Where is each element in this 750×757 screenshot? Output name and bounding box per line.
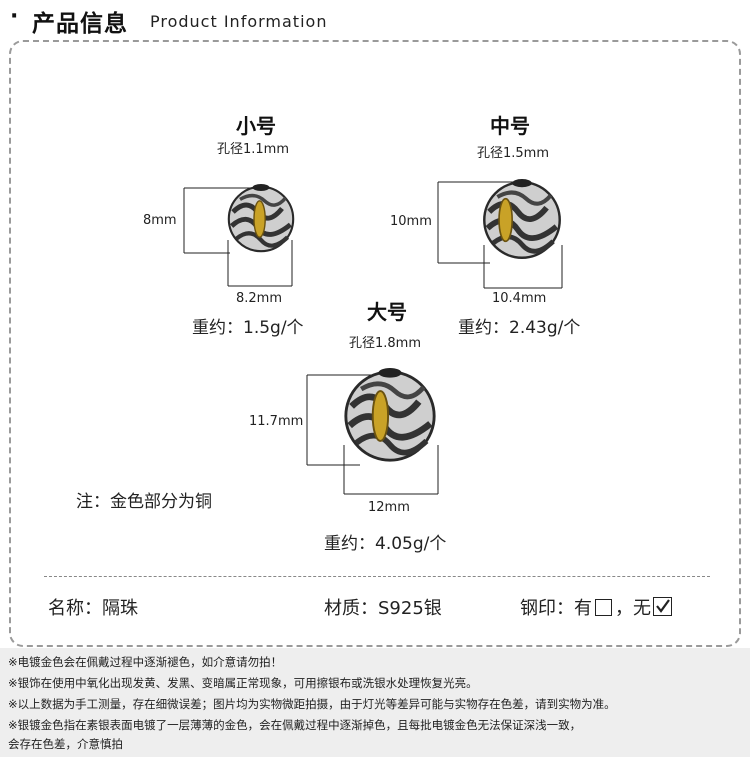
material-note: 注：金色部分为铜 [76, 492, 212, 512]
empty-checkbox-icon [595, 599, 612, 616]
spec-name: 名称：隔珠 [48, 598, 138, 619]
header-title-cn: 产品信息 [32, 11, 128, 37]
bead-medium-name: 中号 [490, 114, 530, 138]
notice-line: ※以上数据为手工测量，存在细微误差；图片均为实物微距拍摄，由于灯光等差异可能与实… [8, 697, 616, 711]
product-info-card [9, 40, 741, 647]
bead-large-height: 11.7mm [249, 414, 304, 429]
spec-material: 材质：S925银 [324, 598, 442, 619]
spec-stamp: 钢印：有 ，无 [520, 594, 672, 620]
bead-medium-image [483, 179, 561, 259]
notice-line: ※银镀金色指在素银表面电镀了一层薄薄的金色，会在佩戴过程中逐渐掉色，且每批电镀金… [8, 718, 582, 732]
bead-small-weight: 重约：1.5g/个 [192, 318, 304, 338]
notice-panel: ※电镀金色会在佩戴过程中逐渐褪色，如介意请勿拍！ ※银饰在使用中氧化出现发黄、发… [0, 648, 750, 757]
bead-large-hole: 孔径1.8mm [349, 336, 422, 351]
bead-small-height: 8mm [143, 213, 177, 228]
bead-large-width: 12mm [368, 500, 410, 515]
bead-small-width: 8.2mm [236, 291, 283, 306]
bead-medium-hole: 孔径1.5mm [477, 146, 550, 161]
spec-stamp-prefix: 钢印：有 [520, 598, 592, 619]
bead-medium-width: 10.4mm [492, 291, 547, 306]
header-bullet: · [10, 4, 19, 29]
notice-line: 会存在色差，介意慎拍 [8, 737, 123, 751]
bead-small-hole: 孔径1.1mm [217, 142, 290, 157]
bead-large-weight: 重约：4.05g/个 [324, 534, 447, 554]
section-header: · 产品信息 Product Information [0, 0, 750, 44]
header-title-en: Product Information [150, 12, 328, 31]
bead-medium-height: 10mm [390, 214, 432, 229]
checked-checkbox-icon [653, 597, 672, 616]
bead-small-image [227, 184, 295, 253]
bead-large-name: 大号 [367, 300, 407, 324]
bead-medium-weight: 重约：2.43g/个 [458, 318, 581, 338]
bead-large-image [344, 368, 436, 462]
bead-small-name: 小号 [236, 114, 276, 138]
notice-line: ※电镀金色会在佩戴过程中逐渐褪色，如介意请勿拍！ [8, 655, 283, 669]
spec-stamp-mid: ，无 [615, 598, 651, 619]
notice-line: ※银饰在使用中氧化出现发黄、发黑、变暗属正常现象，可用擦银布或洗银水处理恢复光亮… [8, 676, 478, 690]
divider [44, 576, 710, 577]
